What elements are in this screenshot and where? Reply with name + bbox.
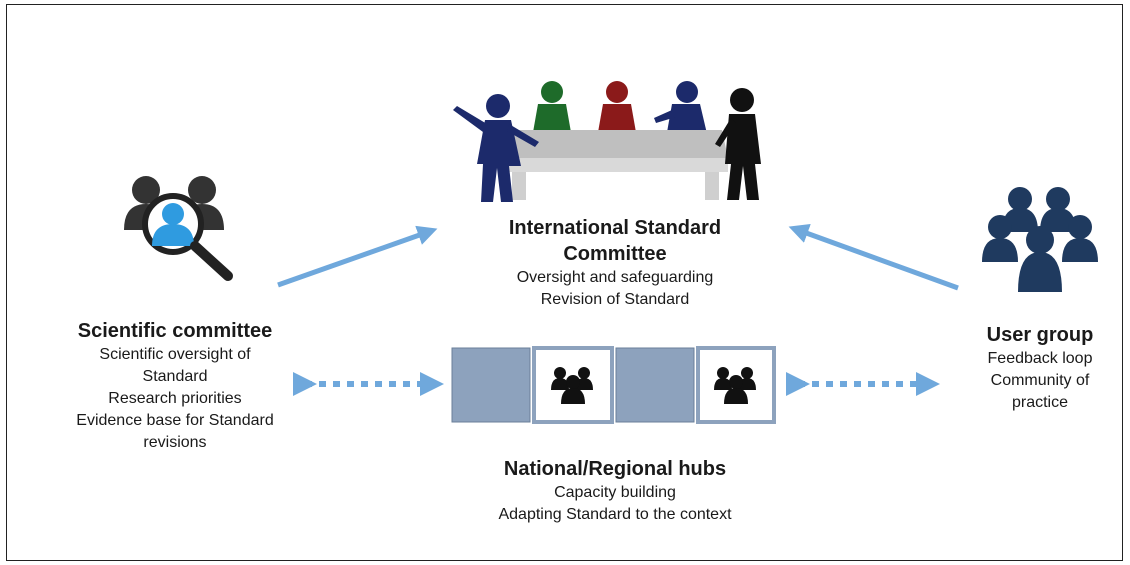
arrow-usergroup-to-committee	[788, 224, 959, 291]
magnifier-people-icon	[124, 176, 233, 281]
international-standard-committee: International Standard Committee Oversig…	[455, 215, 775, 311]
hubs-line2: Adapting Standard to the context	[498, 506, 732, 523]
committee-line2: Revision of Standard	[540, 291, 690, 308]
national-regional-hubs: National/Regional hubs Capacity building…	[440, 456, 790, 526]
figure-frame	[6, 4, 1123, 561]
scientific-committee: Scientific committee Scientific oversigh…	[40, 318, 310, 454]
hubs-boxes	[451, 346, 776, 424]
committee-line1: Oversight and safeguarding	[516, 269, 714, 286]
scientific-title: Scientific committee	[77, 320, 273, 342]
hubs-title: National/Regional hubs	[503, 458, 727, 480]
scientific-line5: revisions	[143, 434, 207, 451]
scientific-line4: Evidence base for Standard	[76, 412, 274, 429]
arrow-scientific-to-committee	[277, 225, 438, 288]
user-group: User group Feedback loop Community of pr…	[955, 322, 1125, 414]
group-icon	[551, 367, 593, 404]
people-group-icon	[982, 187, 1098, 292]
hubs-line1: Capacity building	[554, 484, 676, 501]
scientific-line2: Standard	[142, 368, 208, 385]
meeting-table-illustration	[453, 81, 761, 202]
group-icon	[714, 367, 756, 404]
user-group-line2: Community of	[990, 372, 1090, 389]
user-group-line1: Feedback loop	[987, 350, 1093, 367]
committee-title-line1: International Standard	[508, 217, 722, 239]
scientific-line1: Scientific oversight of	[99, 346, 251, 363]
user-group-title: User group	[986, 324, 1094, 346]
scientific-line3: Research priorities	[108, 390, 242, 407]
user-group-line3: practice	[1011, 394, 1069, 411]
committee-title-line2: Committee	[563, 243, 667, 265]
